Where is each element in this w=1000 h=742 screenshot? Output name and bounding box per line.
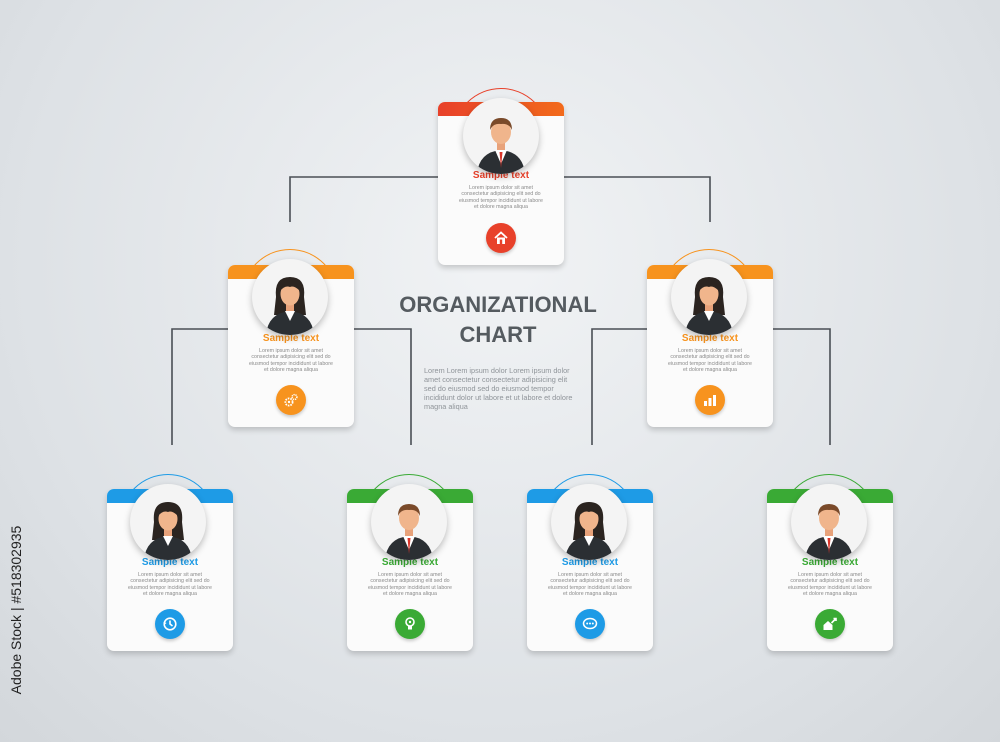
avatar-female — [551, 484, 627, 560]
chat-badge — [575, 609, 605, 639]
connector-ceo-right — [563, 176, 711, 222]
connector-right-emp3 — [591, 328, 648, 445]
avatar-female — [130, 484, 206, 560]
gears-badge — [276, 385, 306, 415]
node-title: Sample text — [681, 333, 739, 344]
home-growth-badge — [815, 609, 845, 639]
stock-id-label: Adobe Stock | #518302935 — [2, 500, 30, 720]
lightbulb-badge — [395, 609, 425, 639]
clock-badge — [155, 609, 185, 639]
avatar-male — [791, 484, 867, 560]
heading-line-1: ORGANIZATIONAL — [399, 292, 597, 317]
avatar-male — [371, 484, 447, 560]
stock-id-text: Adobe Stock | #518302935 — [8, 525, 24, 695]
node-description: Lorem ipsum dolor sit amet consectetur a… — [459, 185, 543, 211]
avatar-male — [463, 98, 539, 174]
node-title: Sample text — [141, 557, 199, 568]
node-description: Lorem ipsum dolor sit amet consectetur a… — [368, 572, 452, 598]
node-title: Sample text — [561, 557, 619, 568]
node-description: Lorem ipsum dolor sit amet consectetur a… — [249, 348, 333, 374]
node-description: Lorem ipsum dolor sit amet consectetur a… — [548, 572, 632, 598]
node-description: Lorem ipsum dolor sit amet consectetur a… — [788, 572, 872, 598]
node-title: Sample text — [262, 333, 320, 344]
male-person-icon — [791, 504, 867, 560]
bar-chart-badge — [695, 385, 725, 415]
connector-right-emp4 — [772, 328, 831, 445]
male-person-icon — [371, 504, 447, 560]
chart-heading: ORGANIZATIONAL CHART — [380, 290, 616, 350]
male-person-icon — [463, 118, 539, 174]
node-description: Lorem ipsum dolor sit amet consectetur a… — [668, 348, 752, 374]
node-title: Sample text — [381, 557, 439, 568]
connector-left-emp2 — [354, 328, 412, 445]
node-title: Sample text — [472, 170, 530, 181]
node-description: Lorem ipsum dolor sit amet consectetur a… — [128, 572, 212, 598]
female-person-icon — [130, 502, 206, 560]
female-person-icon — [671, 277, 747, 335]
avatar-female — [671, 259, 747, 335]
female-person-icon — [252, 277, 328, 335]
avatar-female — [252, 259, 328, 335]
node-title: Sample text — [801, 557, 859, 568]
connector-ceo-left — [289, 176, 440, 222]
female-person-icon — [551, 502, 627, 560]
heading-line-2: CHART — [459, 322, 537, 347]
chart-body-text: Lorem Lorem ipsum dolor Lorem ipsum dolo… — [424, 366, 573, 411]
home-badge — [486, 223, 516, 253]
connector-left-emp1 — [171, 328, 229, 445]
